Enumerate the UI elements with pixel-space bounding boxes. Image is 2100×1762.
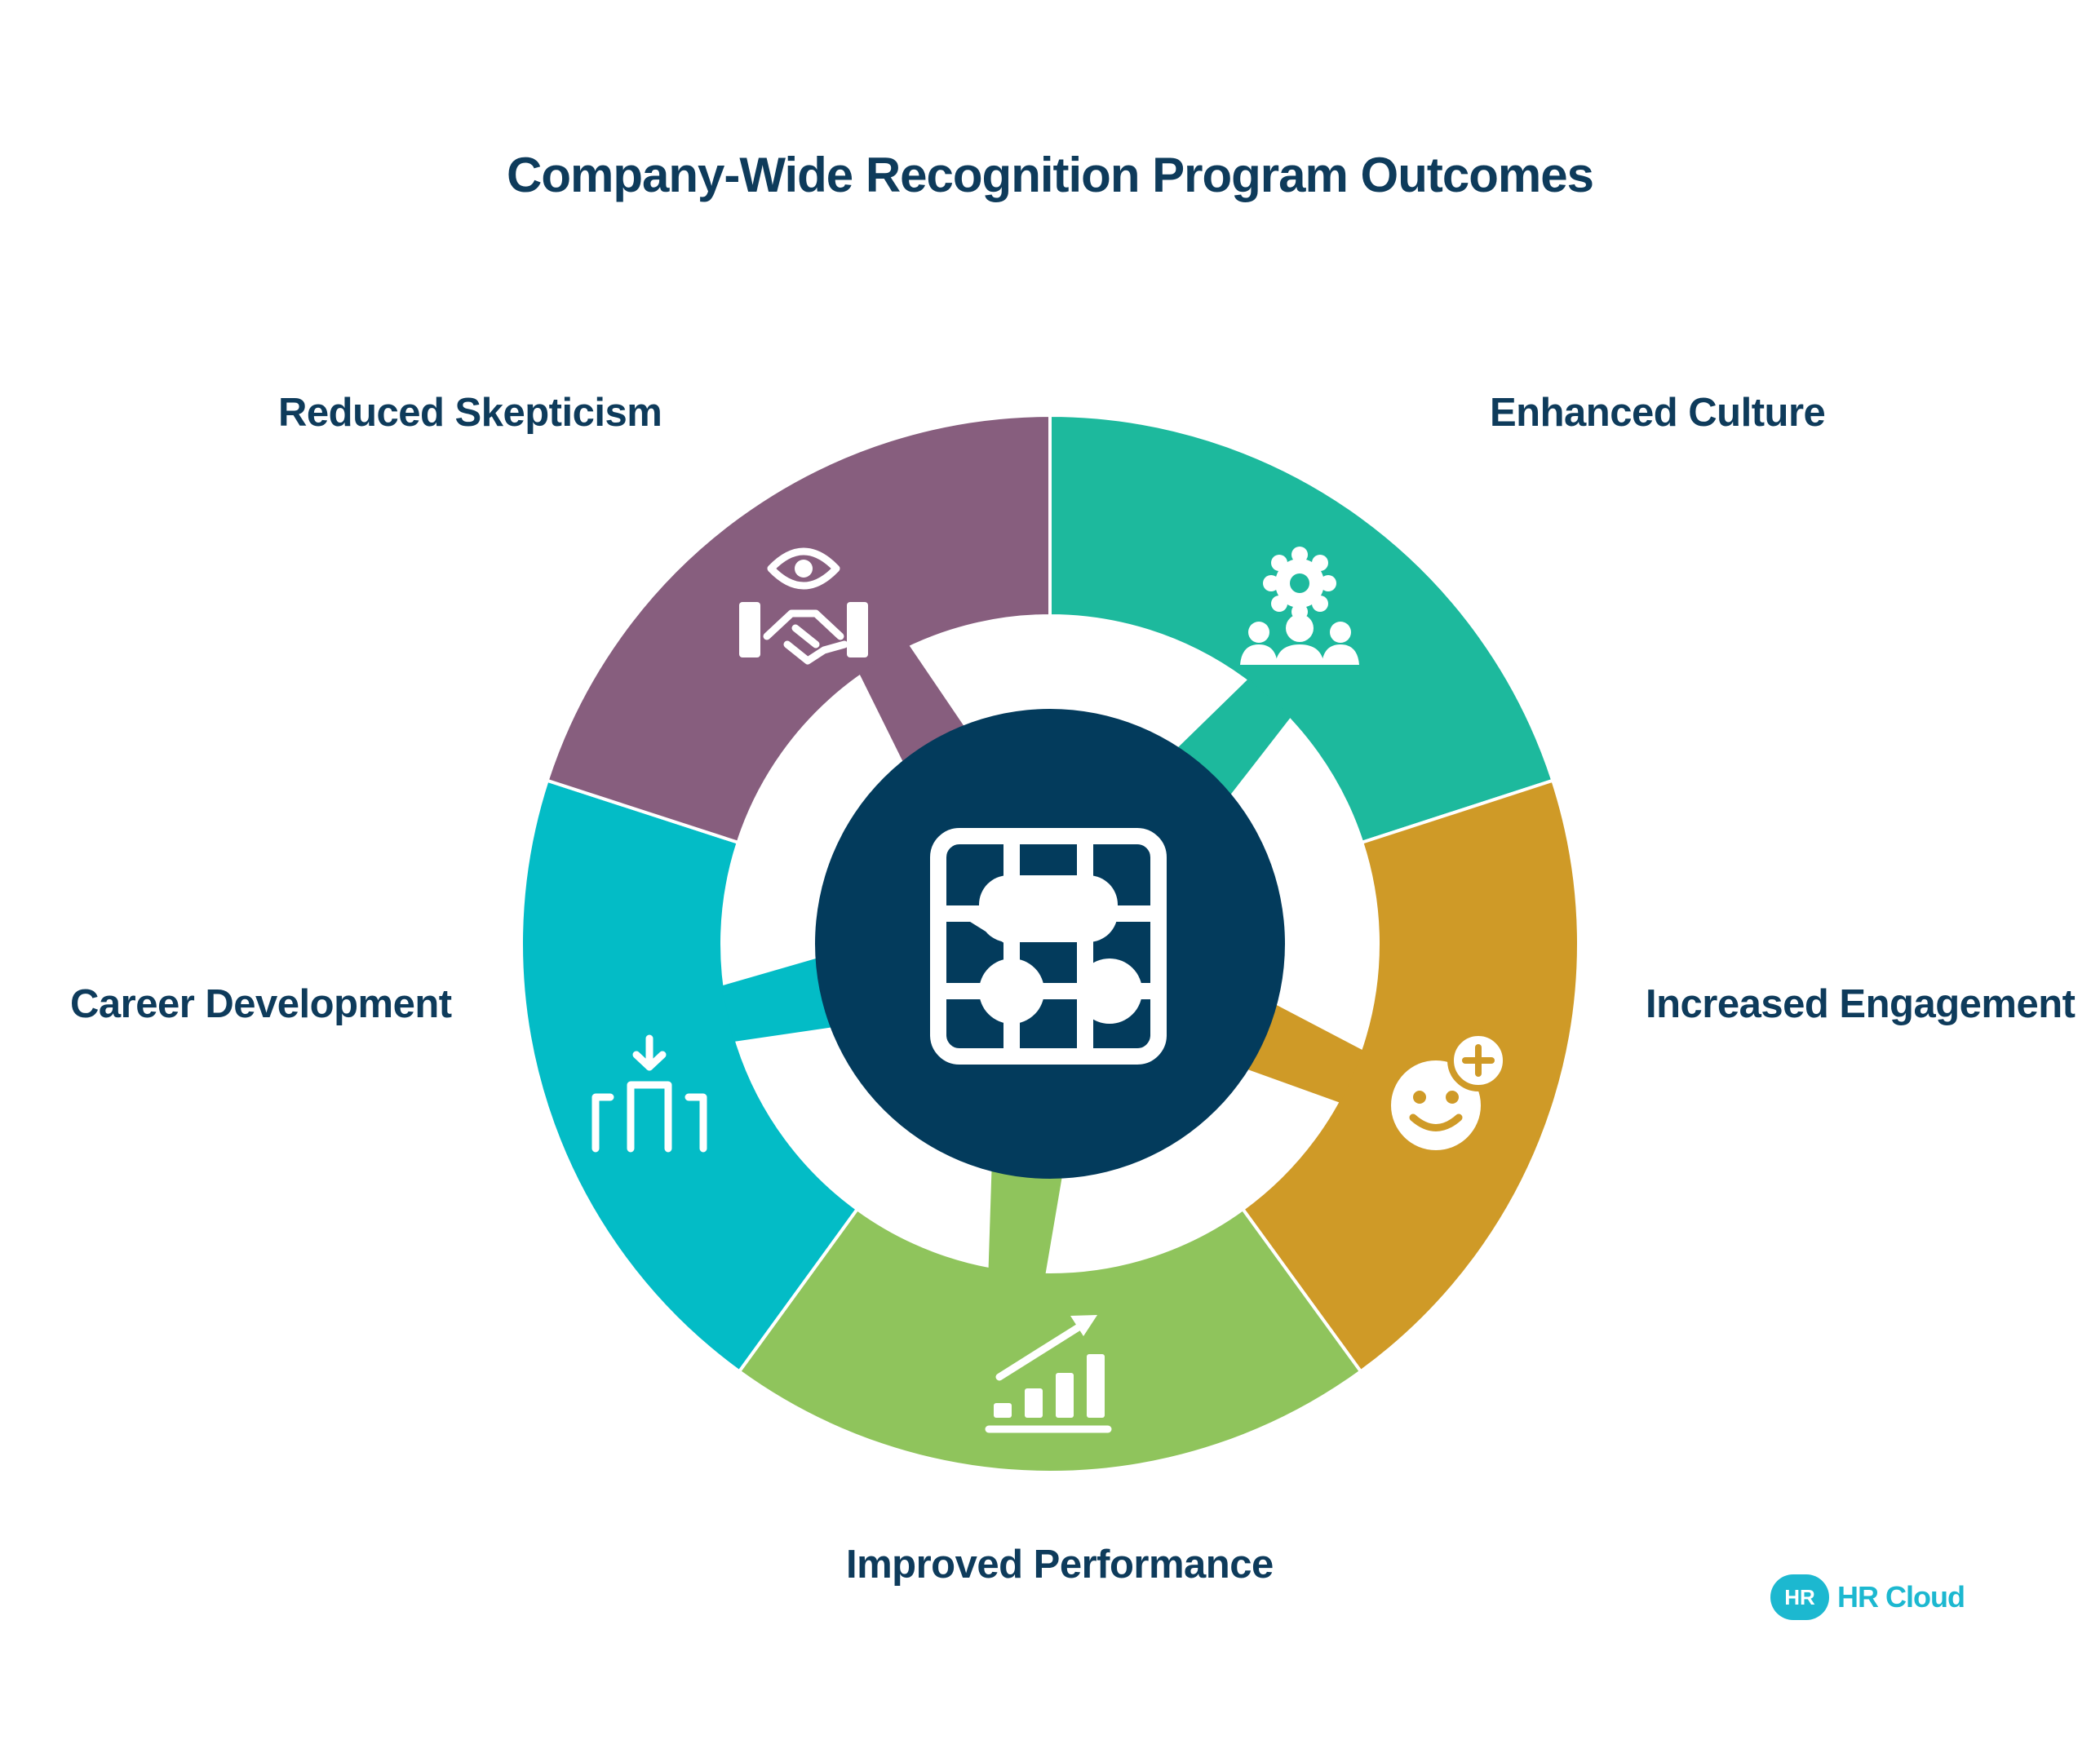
career-ladder-icon — [591, 1034, 707, 1153]
label-enhanced-culture: Enhanced Culture — [1490, 391, 1826, 435]
smile-plus-icon — [1391, 1029, 1509, 1150]
label-reduced-skepticism: Reduced Skepticism — [278, 391, 662, 435]
network-grid-nodes — [979, 875, 1142, 1024]
handshake-cuffs — [739, 602, 868, 657]
segment-improved-performance-connector — [988, 1164, 1063, 1275]
logo-text: HR Cloud — [1837, 1580, 1965, 1614]
segment-career-development — [520, 778, 860, 1375]
segment-career-development-connector — [721, 956, 838, 1042]
segment-improved-performance — [737, 1206, 1363, 1474]
hr-cloud-logo: HR HR Cloud — [1770, 1574, 1965, 1620]
page-title: Company-Wide Recognition Program Outcome… — [507, 148, 1594, 202]
label-improved-performance: Improved Performance — [846, 1543, 1274, 1587]
label-increased-engagement: Increased Engagement — [1646, 982, 2076, 1026]
center-disc — [815, 709, 1285, 1179]
people-gear-icon — [1240, 547, 1359, 665]
segment-increased-engagement-connector — [1242, 1002, 1364, 1104]
bar-chart-up-icon — [985, 1315, 1112, 1433]
logo-badge: HR — [1770, 1574, 1829, 1620]
label-career-development: Career Development — [70, 982, 452, 1026]
eye-handshake-icon — [763, 547, 848, 665]
